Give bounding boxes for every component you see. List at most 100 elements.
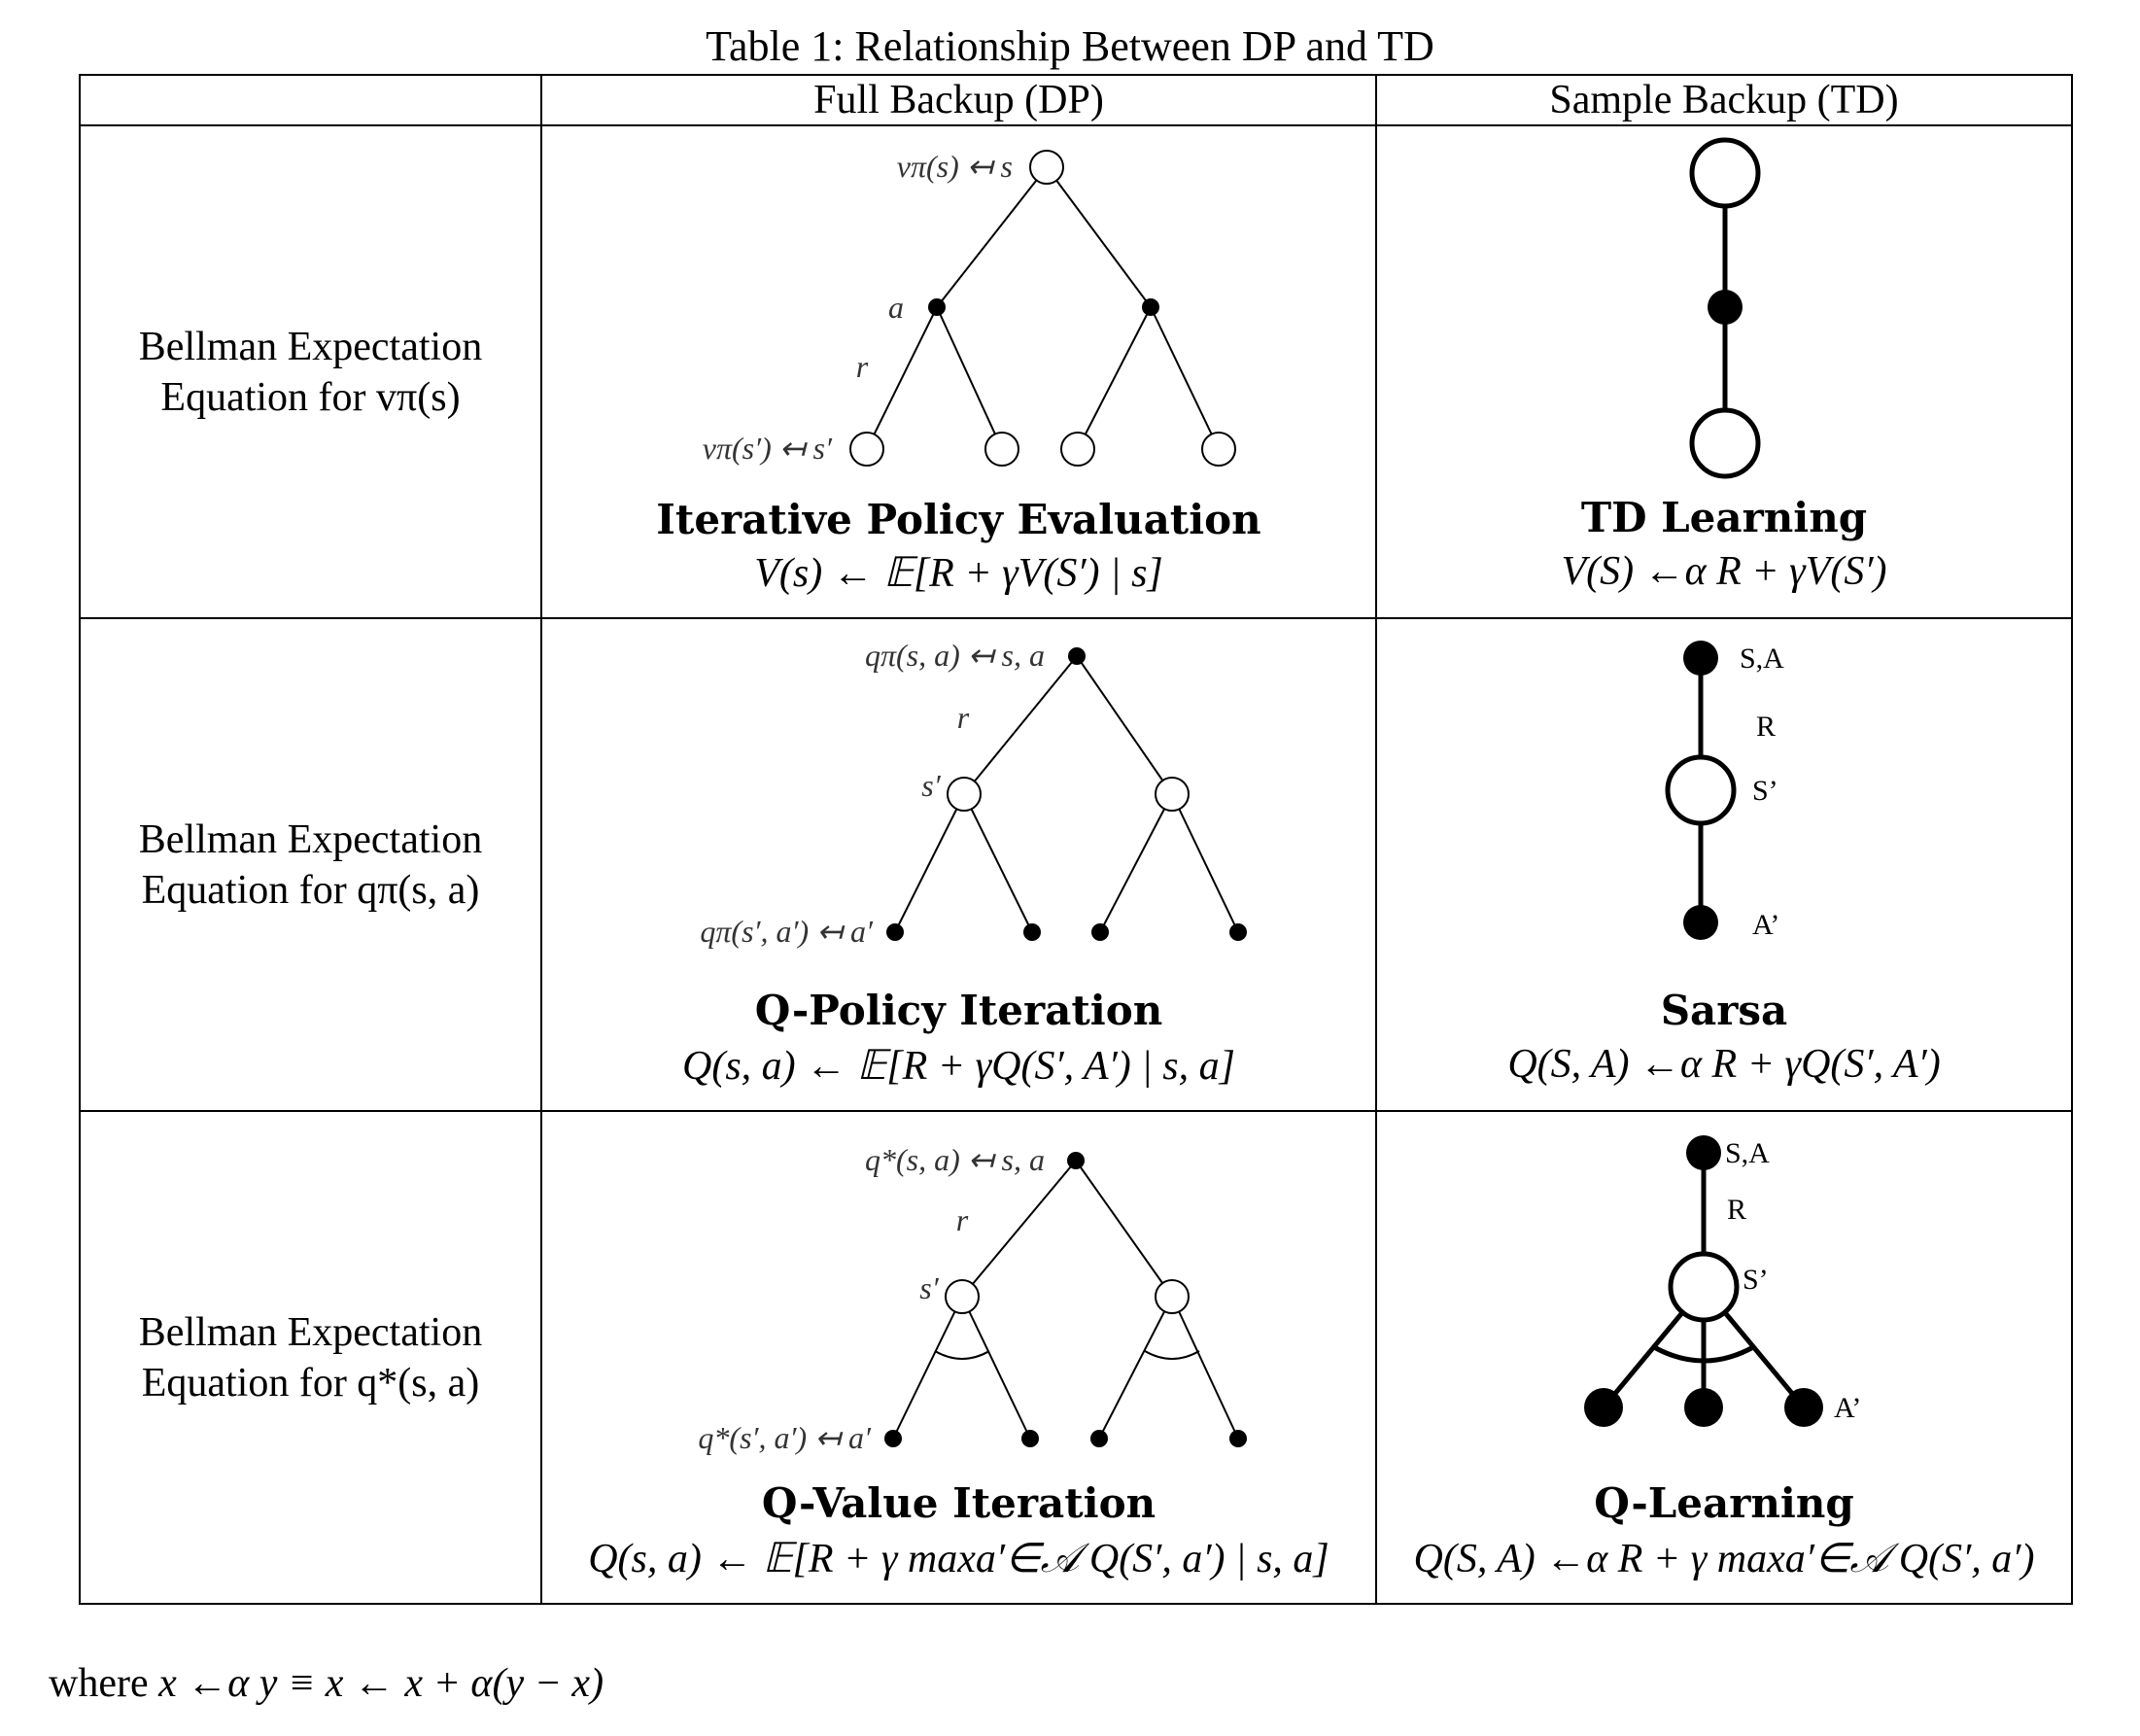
- algorithm-name: Q-Policy Iteration: [754, 987, 1163, 1034]
- reward-label: r: [956, 1202, 969, 1237]
- dp-backup-tree-v: vπ(s) ↤ s a r vπ(s′) ↤ s′: [703, 149, 1236, 467]
- tree-edge: [963, 793, 1033, 933]
- state-node: [945, 1279, 980, 1314]
- tree-edge: [1099, 793, 1173, 933]
- dp-cell-q-policy-iteration: qπ(s, a) ↤ s, a r s′ qπ(s′, a′) ↤ a′ Q-P…: [542, 619, 1377, 1112]
- row-label-qpi: Bellman Expectation Equation for qπ(s, a…: [79, 619, 542, 1112]
- td-cell-sarsa: S,A R S’ A’ Sarsa Q(S, A) ←α R + γQ(S′, …: [1377, 619, 2073, 1112]
- tree-edge: [1046, 166, 1152, 308]
- state-node: [1689, 407, 1761, 479]
- algorithm-name: TD Learning: [1580, 494, 1868, 541]
- state-node: [1665, 754, 1737, 826]
- tree-edge: [961, 1296, 1031, 1440]
- tree-edge: [1171, 793, 1239, 933]
- action-node: [1067, 1152, 1085, 1169]
- update-equation: V(S) ←α R + γV(S′): [1561, 549, 1887, 594]
- node-label-s: S’: [1752, 775, 1778, 807]
- tree-edge: [961, 1160, 1077, 1298]
- action-label: a: [888, 290, 904, 325]
- action-node: [1686, 1135, 1721, 1170]
- tree-edge: [866, 306, 938, 450]
- update-equation: Q(s, a) ← 𝔼[R + γQ(S′, A′) | s, a]: [682, 1044, 1235, 1089]
- action-node: [1023, 923, 1041, 941]
- node-label-sa: S,A: [1740, 642, 1784, 675]
- row-label-vpi: Bellman Expectation Equation for vπ(s): [79, 126, 542, 619]
- row-label-qstar: Bellman Expectation Equation for q*(s, a…: [79, 1112, 542, 1605]
- action-node: [1021, 1430, 1039, 1447]
- state-node: [1155, 1279, 1190, 1314]
- state-node: [1155, 777, 1190, 812]
- tree-edge: [1150, 306, 1220, 450]
- update-equation: Q(S, A) ←α R + γ maxa′∈𝒜 Q(S′, a′): [1413, 1537, 2035, 1581]
- max-arc: [1144, 1350, 1200, 1360]
- state-node: [1029, 150, 1064, 185]
- update-equation: Q(S, A) ←α R + γQ(S′, A′): [1507, 1042, 1941, 1087]
- state-node: [1668, 1251, 1740, 1323]
- row-label-line1: Bellman Expectation: [138, 1309, 483, 1355]
- action-node: [884, 1430, 902, 1447]
- table-caption: Table 1: Relationship Between DP and TD: [706, 22, 1434, 70]
- tree-edge: [892, 1296, 963, 1440]
- leaf-label: qπ(s′, a′) ↤ a′: [700, 914, 874, 949]
- row-label-line2: Equation for q*(s, a): [141, 1360, 480, 1406]
- action-node: [1708, 290, 1743, 325]
- action-node: [1229, 1430, 1247, 1447]
- reward-label: r: [957, 700, 970, 735]
- action-node: [1683, 641, 1718, 676]
- td-cell-q-learning: S,A R S’ A’ Q-Learning Q(S, A) ←α R + γ …: [1377, 1112, 2073, 1605]
- update-equation: V(s) ← 𝔼[R + γV(S′) | s]: [754, 551, 1163, 596]
- footnote-prefix: where: [49, 1661, 149, 1706]
- row-label-line2: Equation for qπ(s, a): [141, 867, 480, 913]
- action-node: [1584, 1388, 1623, 1427]
- algorithm-name: Iterative Policy Evaluation: [656, 496, 1261, 543]
- comparison-table: Full Backup (DP) Sample Backup (TD) Bell…: [79, 74, 2073, 1605]
- header-sample-backup: Sample Backup (TD): [1377, 74, 2073, 126]
- reward-label: r: [856, 349, 869, 384]
- root-label: q*(s, a) ↤ s, a: [865, 1142, 1045, 1177]
- state-node: [984, 432, 1019, 467]
- action-node: [1091, 923, 1109, 941]
- tree-edge: [894, 793, 965, 933]
- algorithm-name: Sarsa: [1660, 987, 1788, 1034]
- leaf-label: q*(s′, a′) ↤ a′: [698, 1420, 872, 1455]
- action-node: [1229, 923, 1247, 941]
- state-node: [1689, 137, 1761, 209]
- action-node: [886, 923, 904, 941]
- action-node: [1684, 1388, 1723, 1427]
- header-empty-cell: [79, 74, 542, 126]
- state-label: s′: [921, 768, 941, 803]
- td-backup-chain-sarsa: S,A R S’ A’: [1665, 641, 1784, 941]
- state-node: [947, 777, 982, 812]
- node-label-r: R: [1727, 1194, 1746, 1226]
- tree-edge: [1098, 1296, 1173, 1440]
- footnote-definition: x ←α y ≡ x ← x + α(y − x): [158, 1661, 604, 1706]
- dp-backup-tree-qstar: q*(s, a) ↤ s, a r s′ q*(s′, a′) ↤ a′: [698, 1142, 1247, 1455]
- row-label-line1: Bellman Expectation: [138, 816, 483, 862]
- node-label-s: S’: [1743, 1264, 1769, 1296]
- update-equation: Q(s, a) ← 𝔼[R + γ maxa′∈𝒜 Q(S′, a′) | s,…: [588, 1537, 1329, 1581]
- algorithm-name: Q-Value Iteration: [761, 1479, 1156, 1527]
- root-label: vπ(s) ↤ s: [897, 149, 1013, 184]
- state-node: [849, 432, 884, 467]
- leaf-label: vπ(s′) ↤ s′: [703, 431, 833, 466]
- td-backup-chain-v: [1689, 137, 1761, 479]
- dp-cell-policy-evaluation: vπ(s) ↤ s a r vπ(s′) ↤ s′ Iterative Poli…: [542, 126, 1377, 619]
- root-label: qπ(s, a) ↤ s, a: [865, 638, 1045, 673]
- node-label-a: A’: [1752, 909, 1779, 941]
- action-node: [1090, 1430, 1108, 1447]
- state-node: [1201, 432, 1236, 467]
- action-node: [928, 298, 946, 316]
- tree-edge: [1077, 306, 1152, 450]
- state-label: s′: [919, 1270, 939, 1305]
- dp-backup-tree-q: qπ(s, a) ↤ s, a r s′ qπ(s′, a′) ↤ a′: [700, 638, 1247, 949]
- tree-edge: [1171, 1296, 1239, 1440]
- node-label-r: R: [1756, 711, 1776, 743]
- node-label-a: A’: [1834, 1392, 1861, 1424]
- node-label-sa: S,A: [1725, 1137, 1770, 1169]
- action-node: [1784, 1388, 1823, 1427]
- tree-edge: [1076, 655, 1173, 795]
- footnote: where x ←α y ≡ x ← x + α(y − x): [49, 1660, 604, 1707]
- td-cell-td-learning: TD Learning V(S) ←α R + γV(S′): [1377, 126, 2073, 619]
- dp-cell-q-value-iteration: q*(s, a) ↤ s, a r s′ q*(s′, a′) ↤ a′ Q-V…: [542, 1112, 1377, 1605]
- max-arc: [934, 1350, 990, 1360]
